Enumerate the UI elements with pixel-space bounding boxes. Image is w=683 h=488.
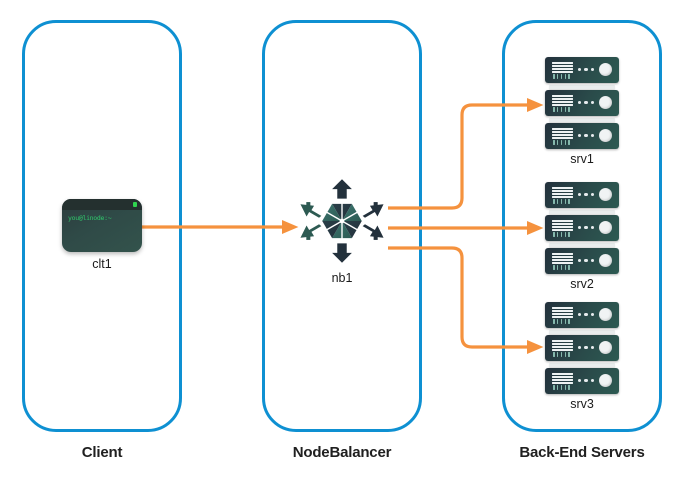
server-leds-icon — [578, 379, 595, 383]
node-label-nb1: nb1 — [331, 271, 353, 285]
server-rail — [549, 85, 615, 89]
server-ticks-icon — [553, 74, 570, 79]
server-power-knob-icon — [599, 308, 612, 321]
server-ticks-icon — [553, 385, 570, 390]
server-unit — [545, 182, 619, 208]
server-leds-icon — [578, 68, 595, 72]
server-power-knob-icon — [599, 188, 612, 201]
server-leds-icon — [578, 134, 595, 138]
server-stack-icon-srv2[interactable] — [545, 182, 619, 274]
node-label-srv3: srv3 — [570, 397, 594, 411]
server-leds-icon — [578, 313, 595, 317]
server-unit — [545, 368, 619, 394]
server-rail — [549, 330, 615, 334]
node-label-clt1: clt1 — [92, 257, 112, 271]
terminal-prompt-text: you@linode:~ — [68, 214, 112, 222]
terminal-titlebar — [62, 199, 142, 210]
server-ticks-icon — [553, 232, 570, 237]
terminal-icon[interactable]: you@linode:~ — [62, 199, 142, 252]
group-panel-backend — [502, 20, 662, 432]
server-vents-icon — [552, 128, 573, 139]
server-unit — [545, 57, 619, 83]
server-power-knob-icon — [599, 341, 612, 354]
server-leds-icon — [578, 193, 595, 197]
server-ticks-icon — [553, 265, 570, 270]
server-rail — [549, 243, 615, 247]
server-stack-icon-srv1[interactable] — [545, 57, 619, 149]
group-caption-nodebalancer: NodeBalancer — [292, 444, 392, 461]
hexagon-core — [322, 201, 362, 241]
server-stack-icon-srv3[interactable] — [545, 302, 619, 394]
server-vents-icon — [552, 253, 573, 264]
server-ticks-icon — [553, 140, 570, 145]
server-power-knob-icon — [599, 221, 612, 234]
server-ticks-icon — [553, 319, 570, 324]
server-unit — [545, 90, 619, 116]
hexagon-outward-arrows — [300, 179, 384, 263]
server-vents-icon — [552, 220, 573, 231]
server-unit — [545, 335, 619, 361]
server-unit — [545, 215, 619, 241]
server-leds-icon — [578, 259, 595, 263]
group-caption-client: Client — [81, 444, 123, 461]
server-unit — [545, 302, 619, 328]
server-vents-icon — [552, 62, 573, 73]
server-leds-icon — [578, 101, 595, 105]
server-unit — [545, 248, 619, 274]
server-leds-icon — [578, 346, 595, 350]
server-power-knob-icon — [599, 374, 612, 387]
server-ticks-icon — [553, 352, 570, 357]
server-leds-icon — [578, 226, 595, 230]
group-caption-backend: Back-End Servers — [519, 444, 645, 461]
server-power-knob-icon — [599, 254, 612, 267]
server-vents-icon — [552, 340, 573, 351]
server-rail — [549, 363, 615, 367]
server-unit — [545, 123, 619, 149]
server-vents-icon — [552, 373, 573, 384]
server-power-knob-icon — [599, 129, 612, 142]
status-indicator-icon — [133, 202, 137, 207]
server-ticks-icon — [553, 199, 570, 204]
server-power-knob-icon — [599, 63, 612, 76]
server-rail — [549, 210, 615, 214]
server-vents-icon — [552, 307, 573, 318]
server-vents-icon — [552, 95, 573, 106]
node-label-srv2: srv2 — [570, 277, 594, 291]
server-power-knob-icon — [599, 96, 612, 109]
server-ticks-icon — [553, 107, 570, 112]
server-vents-icon — [552, 187, 573, 198]
node-label-srv1: srv1 — [570, 152, 594, 166]
nodebalancer-hexagon-icon[interactable] — [299, 178, 385, 264]
server-rail — [549, 118, 615, 122]
